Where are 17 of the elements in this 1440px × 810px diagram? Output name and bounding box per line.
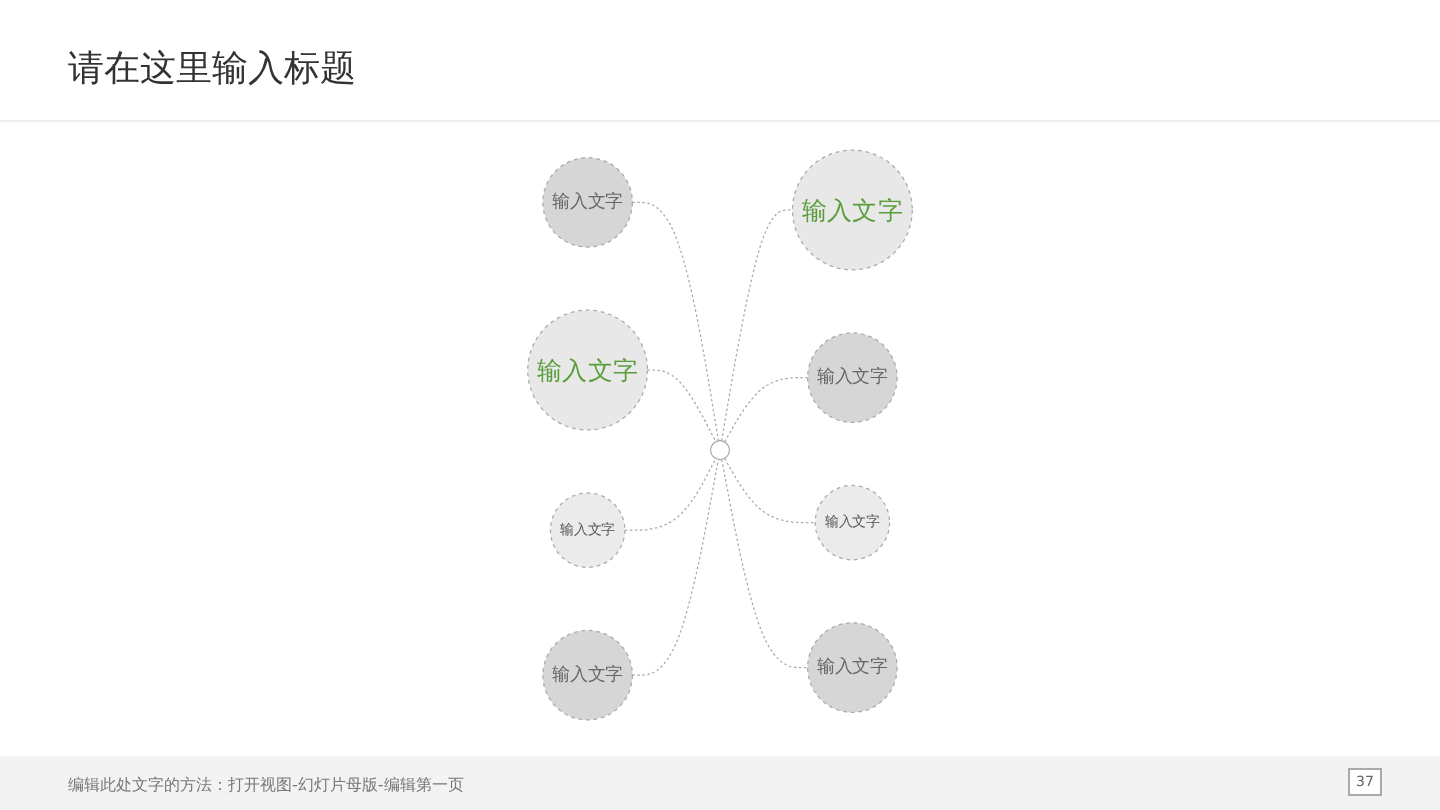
node-circle: 输入文字 (807, 622, 898, 713)
connector (724, 457, 816, 524)
node-circle: 输入文字 (542, 157, 633, 248)
connector (624, 457, 717, 531)
node-circle: 输入文字 (527, 309, 649, 431)
connector (720, 209, 794, 442)
footer-note: 编辑此处文字的方法：打开视图-幻灯片母版-编辑第一页 (68, 774, 464, 796)
connector (631, 201, 720, 442)
node-circle: 输入文字 (807, 332, 898, 423)
node-circle: 输入文字 (791, 149, 913, 271)
connector (721, 458, 809, 669)
node-circle (709, 440, 731, 461)
connector (646, 369, 717, 443)
connector (724, 377, 809, 443)
node-circle: 输入文字 (542, 629, 633, 721)
connector (631, 458, 719, 676)
slide-title: 请在这里输入标题 (68, 46, 356, 92)
